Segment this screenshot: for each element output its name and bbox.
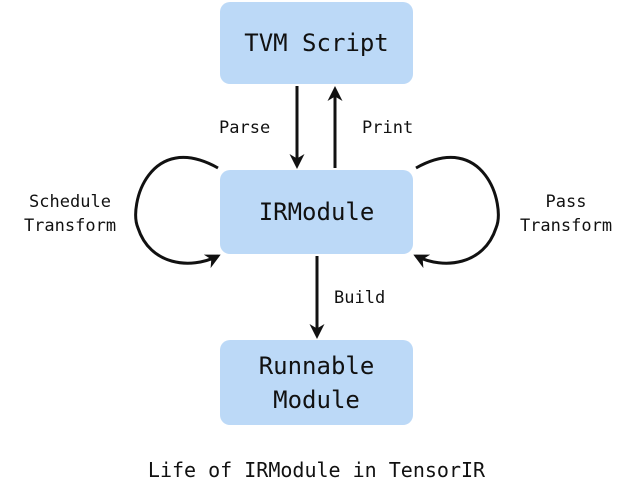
pass-transform-label: Pass Transform xyxy=(519,192,613,236)
irmodule-node: IRModule xyxy=(220,170,413,254)
irmodule-label: IRModule xyxy=(258,198,375,226)
pass-transform-loop-arrow xyxy=(413,156,500,269)
build-label: Build xyxy=(334,288,386,308)
runnable-module-label: Runnable Module xyxy=(258,351,375,414)
runnable-module-node: Runnable Module xyxy=(220,340,413,425)
parse-label: Parse xyxy=(219,118,271,138)
print-label: Print xyxy=(362,118,414,138)
schedule-transform-loop-arrow xyxy=(134,156,221,269)
tvm-script-node: TVM Script xyxy=(220,2,413,84)
tvm-script-label: TVM Script xyxy=(244,29,389,57)
diagram-caption: Life of IRModule in TensorIR xyxy=(147,458,486,482)
schedule-transform-label: Schedule Transform xyxy=(23,192,117,236)
